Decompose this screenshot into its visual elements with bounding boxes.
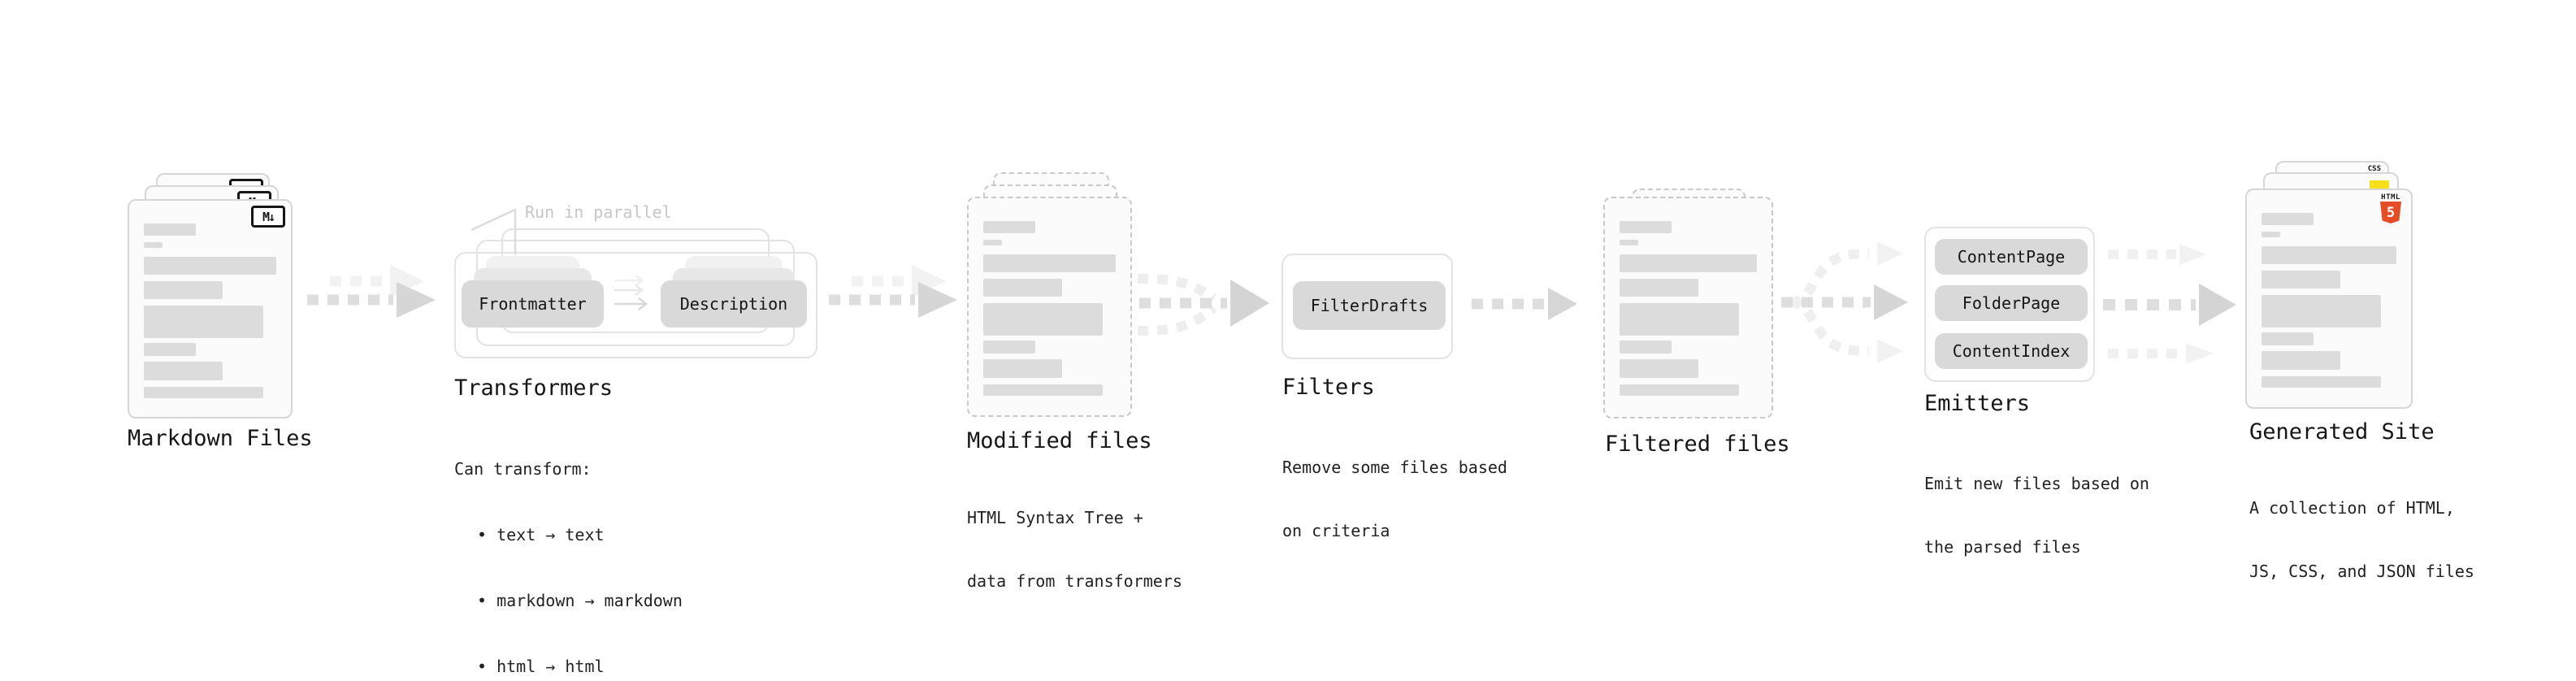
markdown-icon: M↓ bbox=[251, 206, 285, 228]
filters-title: Filters bbox=[1282, 375, 1375, 400]
doc-line bbox=[144, 387, 263, 398]
transformers-bullet: • markdown → markdown bbox=[477, 591, 683, 610]
doc-line bbox=[983, 254, 1116, 272]
doc-line bbox=[2262, 232, 2280, 237]
doc-line bbox=[144, 362, 223, 380]
modified-file-card bbox=[967, 197, 1132, 417]
generated-site-desc-line: JS, CSS, and JSON files bbox=[2249, 562, 2474, 581]
doc-line bbox=[1620, 240, 1638, 245]
filters-desc-line: on criteria bbox=[1282, 521, 1390, 540]
doc-line bbox=[144, 223, 196, 236]
filters-desc-line: Remove some files based bbox=[1282, 458, 1507, 477]
filters-frame: FilterDrafts bbox=[1281, 254, 1453, 359]
doc-line bbox=[2262, 295, 2381, 327]
doc-line bbox=[2262, 332, 2314, 345]
modified-files-title: Modified files bbox=[967, 428, 1152, 453]
doc-line bbox=[1620, 303, 1739, 336]
doc-line bbox=[1620, 384, 1739, 396]
emitters-title: Emitters bbox=[1924, 391, 2031, 416]
filtered-file-card bbox=[1603, 197, 1773, 419]
doc-line bbox=[144, 306, 263, 338]
emitters-frame: ContentPage FolderPage ContentIndex bbox=[1924, 227, 2095, 382]
markdown-file-card: M↓ bbox=[128, 199, 293, 419]
doc-line bbox=[1620, 279, 1698, 297]
doc-line bbox=[983, 221, 1035, 233]
arrow-markdown-to-transformers bbox=[307, 265, 436, 318]
doc-line bbox=[2262, 246, 2396, 264]
filtered-files-title: Filtered files bbox=[1605, 432, 1790, 457]
doc-line bbox=[144, 242, 163, 248]
doc-line bbox=[983, 240, 1002, 245]
arrow-emitters-to-site bbox=[2103, 244, 2236, 364]
transformers-bullet: • html → html bbox=[477, 657, 605, 676]
doc-line bbox=[983, 279, 1062, 297]
transformers-desc-heading: Can transform: bbox=[454, 459, 592, 479]
folderpage-node: FolderPage bbox=[1935, 285, 2088, 321]
run-in-parallel-note: Run in parallel bbox=[525, 202, 672, 222]
contentindex-node: ContentIndex bbox=[1935, 333, 2088, 369]
doc-placeholder-lines bbox=[1620, 221, 1757, 396]
generated-site-desc-line: A collection of HTML, bbox=[2249, 498, 2455, 518]
doc-line bbox=[2262, 213, 2314, 225]
doc-line bbox=[144, 343, 196, 356]
transformers-frame bbox=[454, 252, 817, 358]
description-node: Description bbox=[661, 280, 807, 327]
doc-line bbox=[983, 359, 1062, 378]
doc-line bbox=[1620, 340, 1672, 354]
transformers-description: Can transform: • text → text • markdown … bbox=[454, 414, 683, 681]
doc-line bbox=[1620, 359, 1698, 378]
doc-line bbox=[1620, 221, 1672, 233]
modified-files-desc-line: HTML Syntax Tree + bbox=[967, 508, 1143, 527]
callout-connector-line bbox=[471, 208, 517, 255]
doc-placeholder-lines bbox=[144, 223, 276, 398]
parallel-flow-arrows bbox=[614, 275, 648, 310]
arrow-modified-to-filters bbox=[1137, 274, 1269, 336]
html5-icon-word: HTML bbox=[2381, 193, 2400, 202]
frontmatter-node: Frontmatter bbox=[462, 280, 604, 327]
doc-line bbox=[2262, 376, 2381, 388]
transformers-title: Transformers bbox=[454, 375, 614, 401]
arrow-filtered-to-emitters bbox=[1781, 241, 1908, 363]
emitters-description: Emit new files based on the parsed files bbox=[1924, 431, 2149, 600]
generated-site-description: A collection of HTML, JS, CSS, and JSON … bbox=[2249, 455, 2474, 624]
transformers-bullet: • text → text bbox=[477, 525, 605, 544]
doc-line bbox=[1620, 254, 1757, 272]
doc-placeholder-lines bbox=[2262, 213, 2396, 388]
site-file-card: HTML 5 bbox=[2245, 189, 2413, 409]
doc-line bbox=[2262, 351, 2340, 370]
doc-line bbox=[983, 303, 1103, 336]
html5-icon-shield: 5 bbox=[2380, 202, 2401, 223]
arrow-transformers-to-modified bbox=[829, 265, 957, 318]
markdown-files-label: Markdown Files bbox=[128, 426, 313, 451]
html5-icon: HTML 5 bbox=[2379, 193, 2403, 223]
doc-line bbox=[983, 340, 1035, 354]
doc-placeholder-lines bbox=[983, 221, 1116, 396]
filters-description: Remove some files based on criteria bbox=[1282, 414, 1507, 583]
arrow-filters-to-filtered bbox=[1472, 288, 1577, 320]
modified-files-description: HTML Syntax Tree + data from transformer… bbox=[967, 465, 1182, 634]
filterdrafts-node: FilterDrafts bbox=[1293, 281, 1446, 330]
emitters-desc-line: Emit new files based on bbox=[1924, 474, 2149, 493]
contentpage-node: ContentPage bbox=[1935, 239, 2088, 275]
modified-files-desc-line: data from transformers bbox=[967, 571, 1182, 591]
generated-site-title: Generated Site bbox=[2249, 419, 2435, 445]
doc-line bbox=[2262, 271, 2340, 288]
doc-line bbox=[144, 257, 276, 275]
doc-line bbox=[144, 281, 223, 299]
doc-line bbox=[983, 384, 1103, 396]
emitters-desc-line: the parsed files bbox=[1924, 537, 2081, 557]
